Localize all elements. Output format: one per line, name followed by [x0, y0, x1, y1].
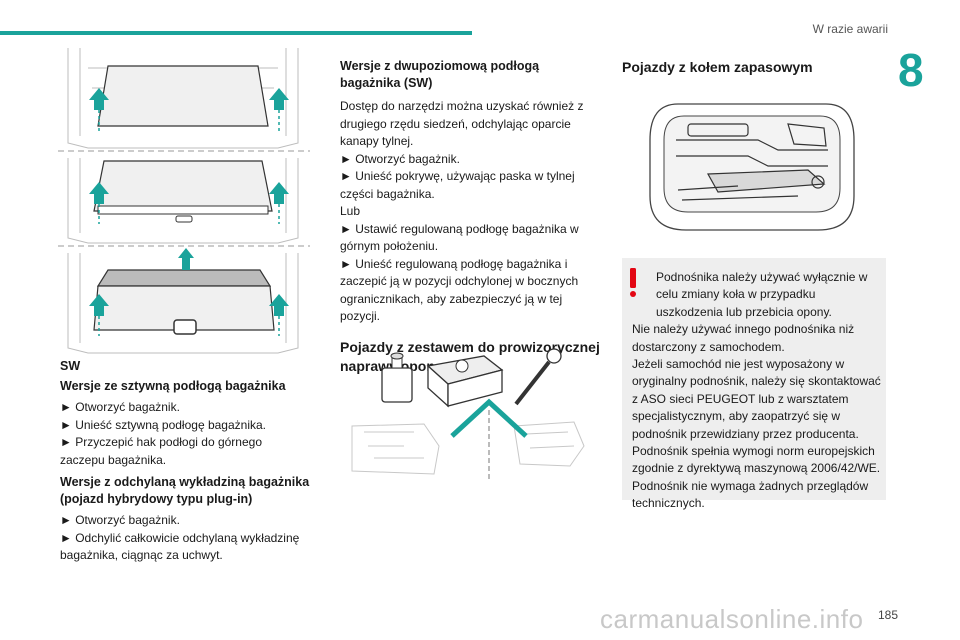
spare-wheel-illustration	[649, 103, 855, 231]
step-text: ► Otworzyć bagażnik.	[60, 513, 180, 527]
step-text: ► Ustawić regulowaną podłogę bagażnika w…	[340, 221, 579, 254]
repair-kit-illustration	[351, 348, 585, 481]
warning-text: Podnośnika należy używać wyłącznie w cel…	[656, 270, 868, 319]
exclamation-icon	[630, 268, 636, 297]
warning-box: Podnośnika należy używać wyłącznie w cel…	[622, 258, 886, 510]
step-text: ► Unieść pokrywę, używając paska w tylne…	[340, 169, 575, 201]
step-text: ► Otworzyć bagażnik.	[340, 151, 460, 166]
warning-text: Podnośnik spełnia wymogi norm europejski…	[632, 444, 881, 476]
step-text: ► Odchylić całkowicie odchylaną wykładzi…	[60, 530, 300, 563]
watermark: carmanualsonline.info	[600, 604, 864, 634]
chapter-number: 8	[898, 44, 924, 96]
step-text: ► Otworzyć bagażnik.	[60, 400, 180, 414]
step-text: ► Przyczepić hak podłogi do górnego zacz…	[60, 435, 262, 467]
heading-fixed-floor: Wersje ze sztywną podłogą bagażnika	[60, 379, 286, 393]
section-title: W razie awarii	[812, 22, 888, 36]
heading-double-floor: Wersje z dwupoziomową podłogą bagażnika …	[340, 59, 540, 90]
warning-text: Jeżeli samochód nie jest wyposażony w or…	[632, 357, 881, 441]
step-text: Lub	[340, 204, 361, 218]
page-number: 185	[877, 608, 898, 622]
heading-spare-wheel: Pojazdy z kołem zapasowym	[622, 59, 813, 75]
heading-sw: SW	[60, 359, 81, 373]
step-text: ► Unieść regulowaną podłogę bagażnika i …	[340, 256, 579, 324]
trunk-floor-illustration	[58, 48, 310, 354]
warning-text: Nie należy używać innego podnośnika niż …	[632, 322, 855, 354]
warning-text: Podnośnik nie wymaga żadnych przeglądów …	[632, 478, 869, 511]
header-accent-bar	[0, 31, 472, 35]
paragraph-double-floor: Dostęp do narzędzi można uzyskać również…	[340, 99, 584, 148]
heading-hybrid-floor: Wersje z odchylaną wykładziną bagażnika …	[60, 475, 310, 506]
step-text: ► Unieść sztywną podłogę bagażnika.	[60, 417, 266, 432]
